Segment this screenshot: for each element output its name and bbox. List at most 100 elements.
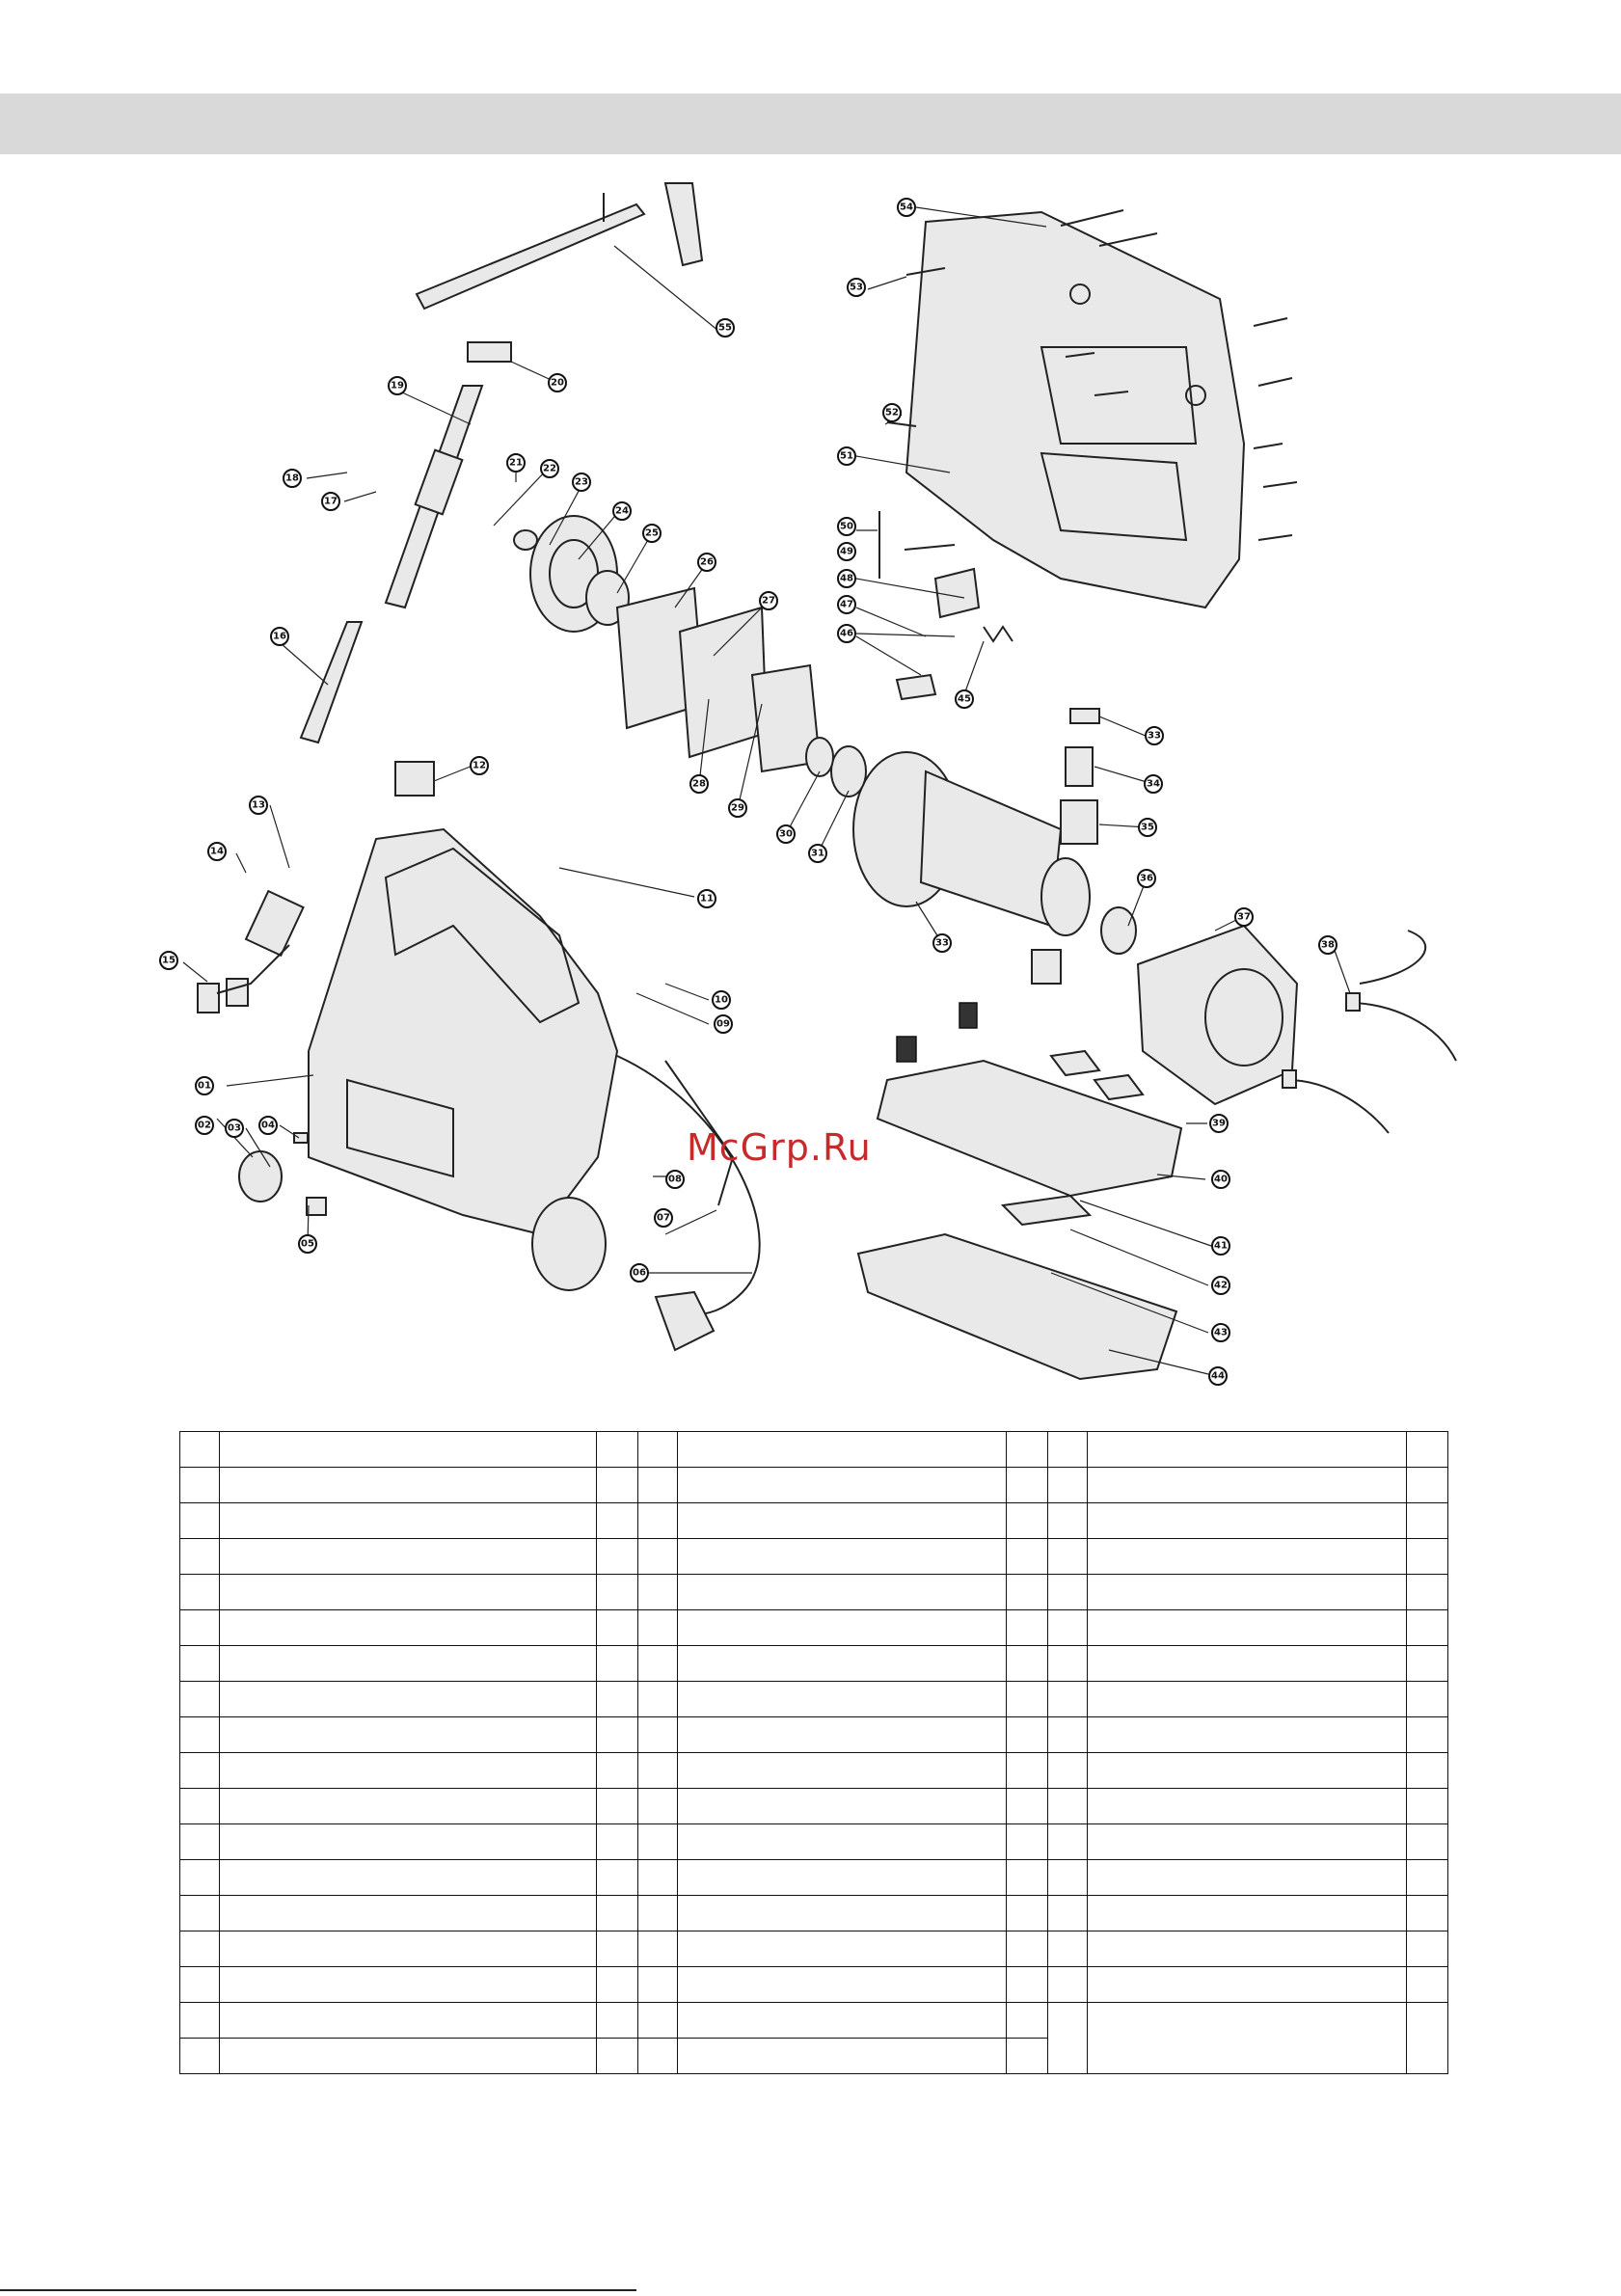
svg-text:12: 12 bbox=[473, 761, 486, 771]
table-cell bbox=[1047, 1574, 1088, 1610]
callout-10: 10 bbox=[712, 990, 731, 1010]
table-cell bbox=[677, 1788, 1007, 1824]
table-cell bbox=[1087, 1681, 1407, 1717]
table-cell bbox=[677, 1716, 1007, 1753]
table-cell bbox=[219, 1966, 597, 2003]
callout-20: 20 bbox=[548, 373, 567, 392]
table-row bbox=[179, 1431, 1448, 1468]
svg-text:47: 47 bbox=[840, 600, 853, 610]
table-row bbox=[179, 1645, 1448, 1682]
table-cell bbox=[1006, 2002, 1048, 2039]
table-cell bbox=[596, 1645, 638, 1682]
svg-text:43: 43 bbox=[1214, 1328, 1228, 1338]
table-cell bbox=[1406, 1431, 1448, 1468]
callout-09: 09 bbox=[714, 1014, 733, 1034]
table-row bbox=[179, 1716, 1448, 1753]
table-cell bbox=[1406, 1716, 1448, 1753]
callout-50: 50 bbox=[837, 517, 856, 536]
table-cell bbox=[677, 1823, 1007, 1860]
svg-text:29: 29 bbox=[731, 803, 744, 814]
table-cell bbox=[637, 1859, 678, 1896]
table-row bbox=[179, 2002, 1448, 2074]
table-cell bbox=[637, 1645, 678, 1682]
table-cell bbox=[1087, 1895, 1407, 1931]
table-cell bbox=[179, 1895, 220, 1931]
table-cell bbox=[1406, 1645, 1448, 1682]
table-row bbox=[179, 1966, 1448, 2003]
callout-43: 43 bbox=[1211, 1323, 1230, 1342]
table-cell bbox=[219, 1467, 597, 1503]
table-cell bbox=[1087, 1538, 1407, 1575]
table-cell bbox=[596, 1788, 638, 1824]
depth-scale-part bbox=[415, 182, 704, 311]
table-cell bbox=[1406, 1502, 1448, 1539]
callout-34: 34 bbox=[1144, 774, 1163, 794]
table-cell bbox=[1087, 1467, 1407, 1503]
table-cell bbox=[1087, 1431, 1407, 1468]
table-cell bbox=[1006, 1645, 1048, 1682]
table-row bbox=[179, 1502, 1448, 1539]
table-cell bbox=[637, 1502, 678, 1539]
callout-22: 22 bbox=[540, 459, 559, 478]
table-cell bbox=[1406, 1931, 1448, 1967]
callout-03: 03 bbox=[225, 1119, 244, 1138]
table-cell bbox=[179, 1681, 220, 1717]
table-cell bbox=[1006, 1609, 1048, 1646]
callout-19: 19 bbox=[388, 376, 407, 395]
svg-text:37: 37 bbox=[1237, 912, 1251, 923]
table-row bbox=[179, 1538, 1448, 1575]
table-cell bbox=[1006, 1538, 1048, 1575]
callout-37: 37 bbox=[1234, 907, 1254, 927]
table-cell bbox=[596, 1859, 638, 1896]
table-cell bbox=[1006, 1752, 1048, 1789]
table-cell bbox=[1047, 1966, 1088, 2003]
callout-55: 55 bbox=[716, 318, 735, 338]
svg-text:40: 40 bbox=[1214, 1175, 1228, 1185]
table-cell bbox=[1406, 1538, 1448, 1575]
table-cell bbox=[1087, 2002, 1407, 2074]
table-cell bbox=[219, 1931, 597, 1967]
svg-text:18: 18 bbox=[285, 473, 299, 484]
table-cell bbox=[1087, 1502, 1407, 1539]
table-cell bbox=[1006, 1895, 1048, 1931]
svg-text:22: 22 bbox=[543, 464, 556, 474]
svg-text:30: 30 bbox=[779, 829, 793, 840]
table-cell bbox=[1087, 1859, 1407, 1896]
table-row bbox=[179, 1752, 1448, 1789]
table-cell bbox=[179, 1467, 220, 1503]
table-cell bbox=[1087, 1788, 1407, 1824]
svg-text:11: 11 bbox=[700, 894, 714, 905]
callout-02: 02 bbox=[195, 1116, 214, 1135]
table-cell bbox=[179, 2002, 220, 2039]
table-cell bbox=[596, 1966, 638, 2003]
callout-15: 15 bbox=[159, 951, 178, 970]
table-row bbox=[179, 1574, 1448, 1610]
table-cell bbox=[596, 1538, 638, 1575]
table-row bbox=[179, 1931, 1448, 1967]
footer-rule bbox=[0, 2289, 636, 2291]
svg-text:33: 33 bbox=[935, 938, 949, 949]
table-cell bbox=[179, 1752, 220, 1789]
table-cell bbox=[677, 1966, 1007, 2003]
callout-27: 27 bbox=[759, 591, 778, 610]
table-cell bbox=[596, 1823, 638, 1860]
svg-text:39: 39 bbox=[1212, 1119, 1226, 1129]
svg-text:06: 06 bbox=[633, 1268, 646, 1279]
table-cell bbox=[179, 2038, 220, 2074]
table-cell bbox=[677, 2038, 1007, 2074]
table-cell bbox=[219, 1502, 597, 1539]
callout-42: 42 bbox=[1211, 1276, 1230, 1295]
table-cell bbox=[596, 1931, 638, 1967]
table-cell bbox=[596, 1502, 638, 1539]
table-cell bbox=[1406, 1823, 1448, 1860]
callout-41: 41 bbox=[1211, 1236, 1230, 1256]
table-cell bbox=[637, 1931, 678, 1967]
table-cell bbox=[1406, 1788, 1448, 1824]
table-cell bbox=[677, 1538, 1007, 1575]
table-row bbox=[179, 1467, 1448, 1503]
callout-12: 12 bbox=[470, 756, 489, 775]
gear-set-part bbox=[513, 515, 630, 633]
table-cell bbox=[596, 1609, 638, 1646]
table-cell bbox=[677, 1645, 1007, 1682]
svg-text:15: 15 bbox=[162, 956, 176, 966]
